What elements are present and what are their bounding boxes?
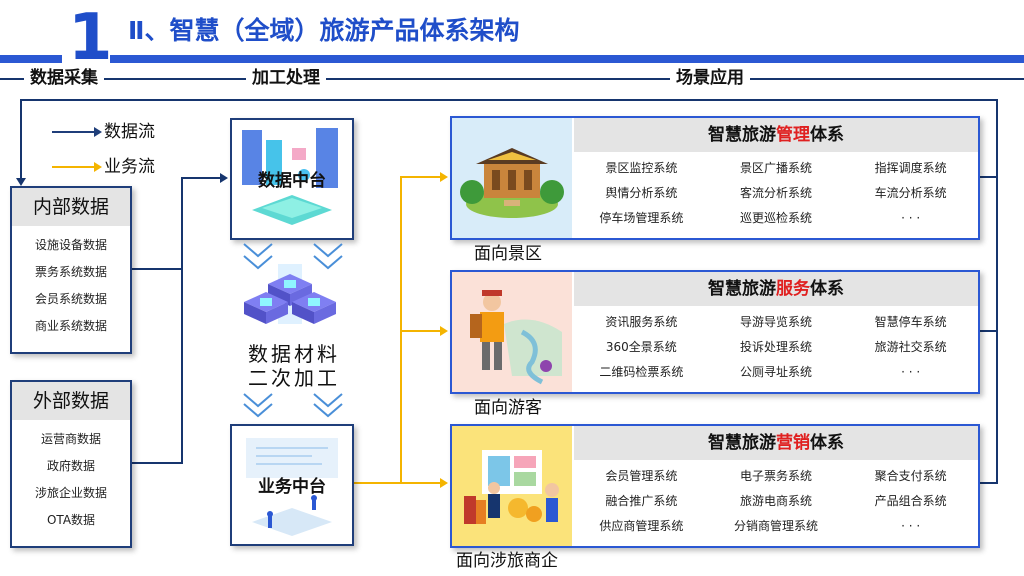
tourist-illustration [452,272,572,392]
external-item: OTA数据 [46,513,96,527]
processing-cubes-icon [244,264,336,324]
marketing-system-title: 智慧旅游营销体系 [574,426,978,460]
business-flow-line-icon [52,166,96,168]
internal-item: 会员系统数据 [34,292,107,306]
external-item: 涉旅企业数据 [34,486,107,500]
hiker-icon [470,290,562,385]
conn-mkt [978,482,998,484]
face-scenic-label: 面向景区 [474,244,542,264]
system-item: 停车场管理系统 [599,211,684,225]
section-apply: 场景应用 [670,67,750,89]
data-flow-line-icon [52,131,96,133]
data-hub-arrow-icon [220,173,228,183]
conn-sources-vertical [181,177,183,464]
feedback-line-top [20,99,998,101]
system-item: 舆情分析系统 [605,186,678,200]
commerce-icon [464,450,559,524]
section-process: 加工处理 [246,67,326,89]
process-line2: 二次加工 [248,366,340,390]
business-hub-box: 业务中台 [230,424,354,546]
page-title: Ⅱ、智慧（全域）旅游产品体系架构 [128,16,520,45]
system-item-more: · · · [901,365,921,379]
system-item: 旅游社交系统 [874,340,947,354]
system-item: 指挥调度系统 [874,161,947,175]
business-hub-illustration-icon [246,438,338,536]
external-data-box: 外部数据 运营商数据 政府数据 涉旅企业数据 OTA数据 [10,380,132,548]
system-item: 会员管理系统 [605,469,678,483]
legend-business-flow: 业务流 [104,157,155,177]
service-system-box: 智慧旅游服务体系 资讯服务系统 导游导览系统 智慧停车系统 360全景系统 投诉… [450,270,980,394]
system-item: 旅游电商系统 [739,494,812,508]
management-system-box: 智慧旅游管理体系 景区监控系统 景区广播系统 指挥调度系统 舆情分析系统 客流分… [450,116,980,240]
scenic-area-illustration [452,118,572,238]
external-data-title: 外部数据 [12,382,130,420]
external-item: 政府数据 [46,459,95,473]
system-item: 360全景系统 [605,340,677,354]
conn-internal [130,268,182,270]
system-item: 巡更巡检系统 [739,211,812,225]
internal-item: 商业系统数据 [34,319,107,333]
data-flow-arrow-icon [94,127,102,137]
system-item: 融合推广系统 [605,494,678,508]
business-illustration [452,426,572,546]
marketing-system-box: 智慧旅游营销体系 会员管理系统 电子票务系统 聚合支付系统 融合推广系统 旅游电… [450,424,980,548]
chevron-down-icon [243,243,343,270]
system-item: 车流分析系统 [874,186,947,200]
biz-conn-hub [354,482,402,484]
system-item: 导游导览系统 [739,315,812,329]
chevron-down-icon [243,393,343,418]
business-hub-label: 业务中台 [258,477,326,497]
pavilion-icon [460,148,564,218]
internal-item: 设施设备数据 [34,238,107,252]
system-item: 公厕寻址系统 [739,365,812,379]
title-bar [110,55,1024,63]
conn-serv [978,330,998,332]
conn-mgmt [978,176,998,178]
internal-data-title: 内部数据 [12,188,130,226]
feedback-line-left [20,99,22,179]
system-item: 智慧停车系统 [874,315,947,329]
system-item-more: · · · [901,211,921,225]
feedback-line-right [996,100,998,482]
biz-conn-mgmt [400,176,440,178]
biz-arrow-mkt-icon [440,478,448,488]
section-divider [0,78,1024,80]
system-item: 投诉处理系统 [739,340,812,354]
system-item: 资讯服务系统 [605,315,678,329]
system-item: 电子票务系统 [739,469,812,483]
service-system-title: 智慧旅游服务体系 [574,272,978,306]
biz-conn-mkt [400,482,440,484]
system-item: 二维码检票系统 [599,365,684,379]
business-flow-arrow-icon [94,162,102,172]
conn-to-data-hub [181,177,221,179]
system-item: 分销商管理系统 [733,519,818,533]
system-item: 景区监控系统 [605,161,678,175]
management-system-title: 智慧旅游管理体系 [574,118,978,152]
face-tourist-label: 面向游客 [474,398,542,418]
biz-arrow-serv-icon [440,326,448,336]
data-hub-label: 数据中台 [258,171,326,191]
conn-external [130,462,182,464]
system-item-more: · · · [901,519,921,533]
data-hub-illustration-icon [242,128,338,225]
section-collect: 数据采集 [24,67,104,89]
title-bar-left [0,55,62,63]
process-line1: 数据材料 [248,342,340,366]
external-item: 运营商数据 [40,432,101,446]
system-item: 客流分析系统 [739,186,812,200]
system-item: 供应商管理系统 [599,519,684,533]
face-business-label: 面向涉旅商企 [456,551,558,571]
system-item: 景区广播系统 [739,161,812,175]
feedback-arrow-icon [16,178,26,186]
legend-data-flow: 数据流 [104,122,155,142]
biz-arrow-mgmt-icon [440,172,448,182]
internal-item: 票务系统数据 [34,265,107,279]
data-hub-box: 数据中台 [230,118,354,240]
system-item: 产品组合系统 [874,494,947,508]
section-number: 1 [68,1,113,75]
internal-data-box: 内部数据 设施设备数据 票务系统数据 会员系统数据 商业系统数据 [10,186,132,354]
biz-conn-serv [400,330,440,332]
system-item: 聚合支付系统 [874,469,947,483]
